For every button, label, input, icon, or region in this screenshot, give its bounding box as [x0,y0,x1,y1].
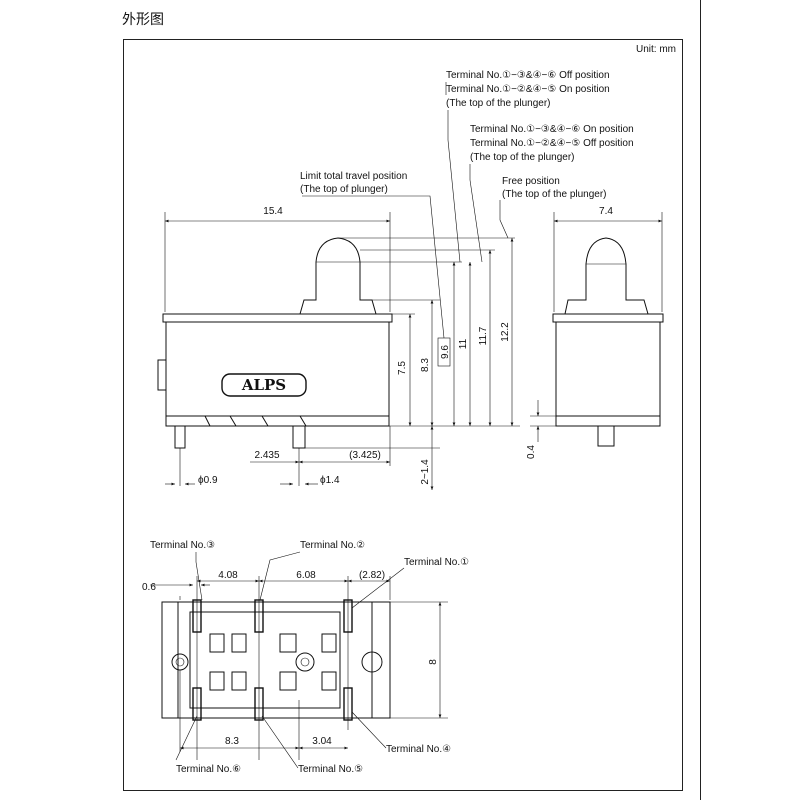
callout-on-line1: Terminal No.①−③&④−⑥ On position [470,124,634,135]
dim-6-08: 6.08 [296,570,316,581]
callout-on-line3: (The top of the plunger) [470,152,575,163]
dim-8-3-bottom: 8.3 [225,736,239,747]
dim-2-82: (2.82) [359,570,385,581]
alps-logo: ALPS [241,376,286,394]
dim-7-5: 7.5 [397,361,408,375]
dim-phi-1-4: ϕ1.4 [320,475,340,486]
dim-2-435: 2.435 [254,450,279,461]
dim-11: 11 [458,338,469,349]
side-view: 15.4 ALPS 7.5 8.3 9.6 11 11. [157,70,634,490]
dim-0-4: 0.4 [526,445,537,459]
dim-phi-0-9: ϕ0.9 [198,475,218,486]
dim-0-6: 0.6 [142,582,156,593]
free-pos-label: Free position [502,176,560,187]
callout-off-line1: Terminal No.①−③&④−⑥ Off position [446,70,610,81]
bottom-view: 0.6 4.08 6.08 (2.82) 8 8.3 3.04 Terminal… [142,540,469,775]
dim-4-08: 4.08 [218,570,238,581]
dim-11-7: 11.7 [478,326,489,345]
callout-on-line2: Terminal No.①−②&④−⑤ Off position [470,138,634,149]
limit-travel-sub: (The top of plunger) [300,184,388,195]
terminal-3-label: Terminal No.③ [150,540,215,551]
terminal-6-label: Terminal No.⑥ [176,764,241,775]
dim-7-4: 7.4 [599,206,613,217]
dim-8-3: 8.3 [420,358,431,372]
free-pos-sub: (The top of the plunger) [502,189,607,200]
page-title: 外形图 [122,12,164,28]
terminal-1-label: Terminal No.① [404,557,469,568]
dim-9-6: 9.6 [440,345,451,359]
dim-12-2: 12.2 [500,322,511,342]
page-border-line [700,0,701,800]
end-view: 7.4 0.4 [526,206,664,459]
unit-label: Unit: mm [636,44,676,55]
drawing-frame [123,39,683,791]
terminal-2-label: Terminal No.② [300,540,365,551]
dim-15-4: 15.4 [263,206,283,217]
dim-8: 8 [428,659,439,665]
dim-3-425: (3.425) [349,450,381,461]
callout-off-line2: Terminal No.①−②&④−⑤ On position [446,84,610,95]
dim-3-04: 3.04 [312,736,332,747]
terminal-5-label: Terminal No.⑤ [298,764,363,775]
terminal-4-label: Terminal No.④ [386,744,451,755]
callout-off-line3: (The top of the plunger) [446,98,551,109]
dim-2-1-4: 2~1.4 [420,459,431,485]
limit-travel-label: Limit total travel position [300,171,407,182]
